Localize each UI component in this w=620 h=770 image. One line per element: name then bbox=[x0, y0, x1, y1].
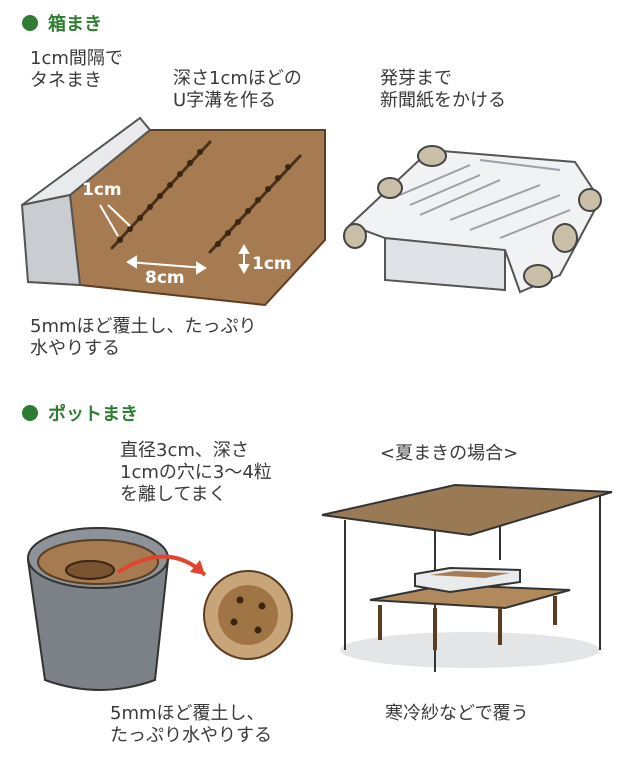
soil-cover-note: 5mmほど覆土し、たっぷり 水やりする bbox=[30, 316, 257, 359]
section-title: ポットまき bbox=[48, 404, 138, 425]
newspaper-note: 発芽まで 新聞紙をかける bbox=[380, 68, 506, 111]
bullet-icon bbox=[22, 405, 38, 421]
seed-dots bbox=[117, 149, 291, 247]
pot-illustration bbox=[26, 527, 293, 691]
shade-note: 寒冷紗などで覆う bbox=[385, 703, 529, 724]
depth-label: 1cm bbox=[252, 254, 292, 274]
groove-note: 深さ1cmほどの U字溝を作る bbox=[173, 68, 302, 111]
section-header-pot-sowing: ポットまき bbox=[22, 400, 138, 426]
stone-icons bbox=[343, 145, 602, 288]
newspaper-tray-illustration bbox=[343, 145, 602, 294]
row-spacing-label: 8cm bbox=[145, 268, 185, 288]
summer-sowing-title: <夏まきの場合> bbox=[380, 443, 519, 464]
hole-dimension-label: 1cm bbox=[82, 180, 122, 200]
pot-soil-note: 5mmほど覆土し、 たっぷり水やりする bbox=[110, 703, 272, 746]
shade-cloth-illustration bbox=[321, 483, 613, 672]
hole-note: 直径3cm、深さ 1cmの穴に3〜4粒 を離してまく bbox=[120, 440, 272, 505]
seed-tray-illustration bbox=[20, 116, 326, 307]
section-header-box-sowing: 箱まき bbox=[22, 10, 102, 36]
spacing-note: 1cm間隔で タネまき bbox=[30, 48, 123, 91]
bullet-icon bbox=[22, 15, 38, 31]
section-title: 箱まき bbox=[48, 14, 102, 35]
